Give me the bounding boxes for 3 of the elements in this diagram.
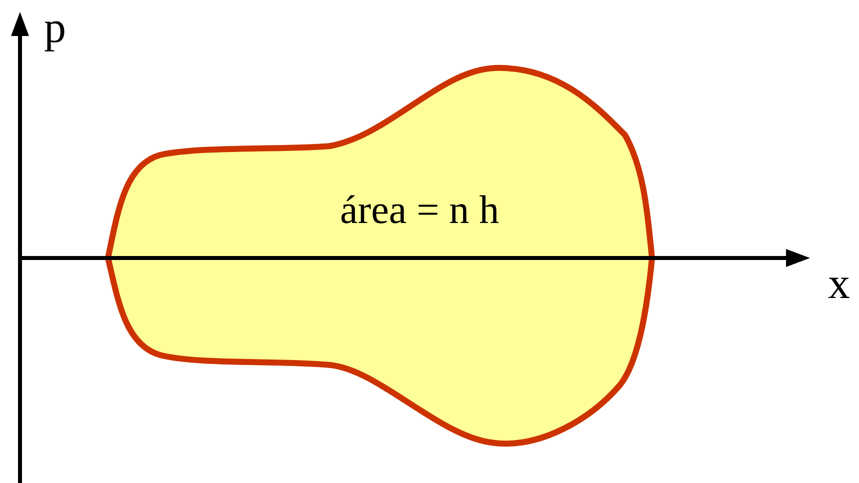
axis-label: x [828,262,850,306]
area-formula: área = n h [340,190,500,230]
axis-label: p [44,6,66,50]
